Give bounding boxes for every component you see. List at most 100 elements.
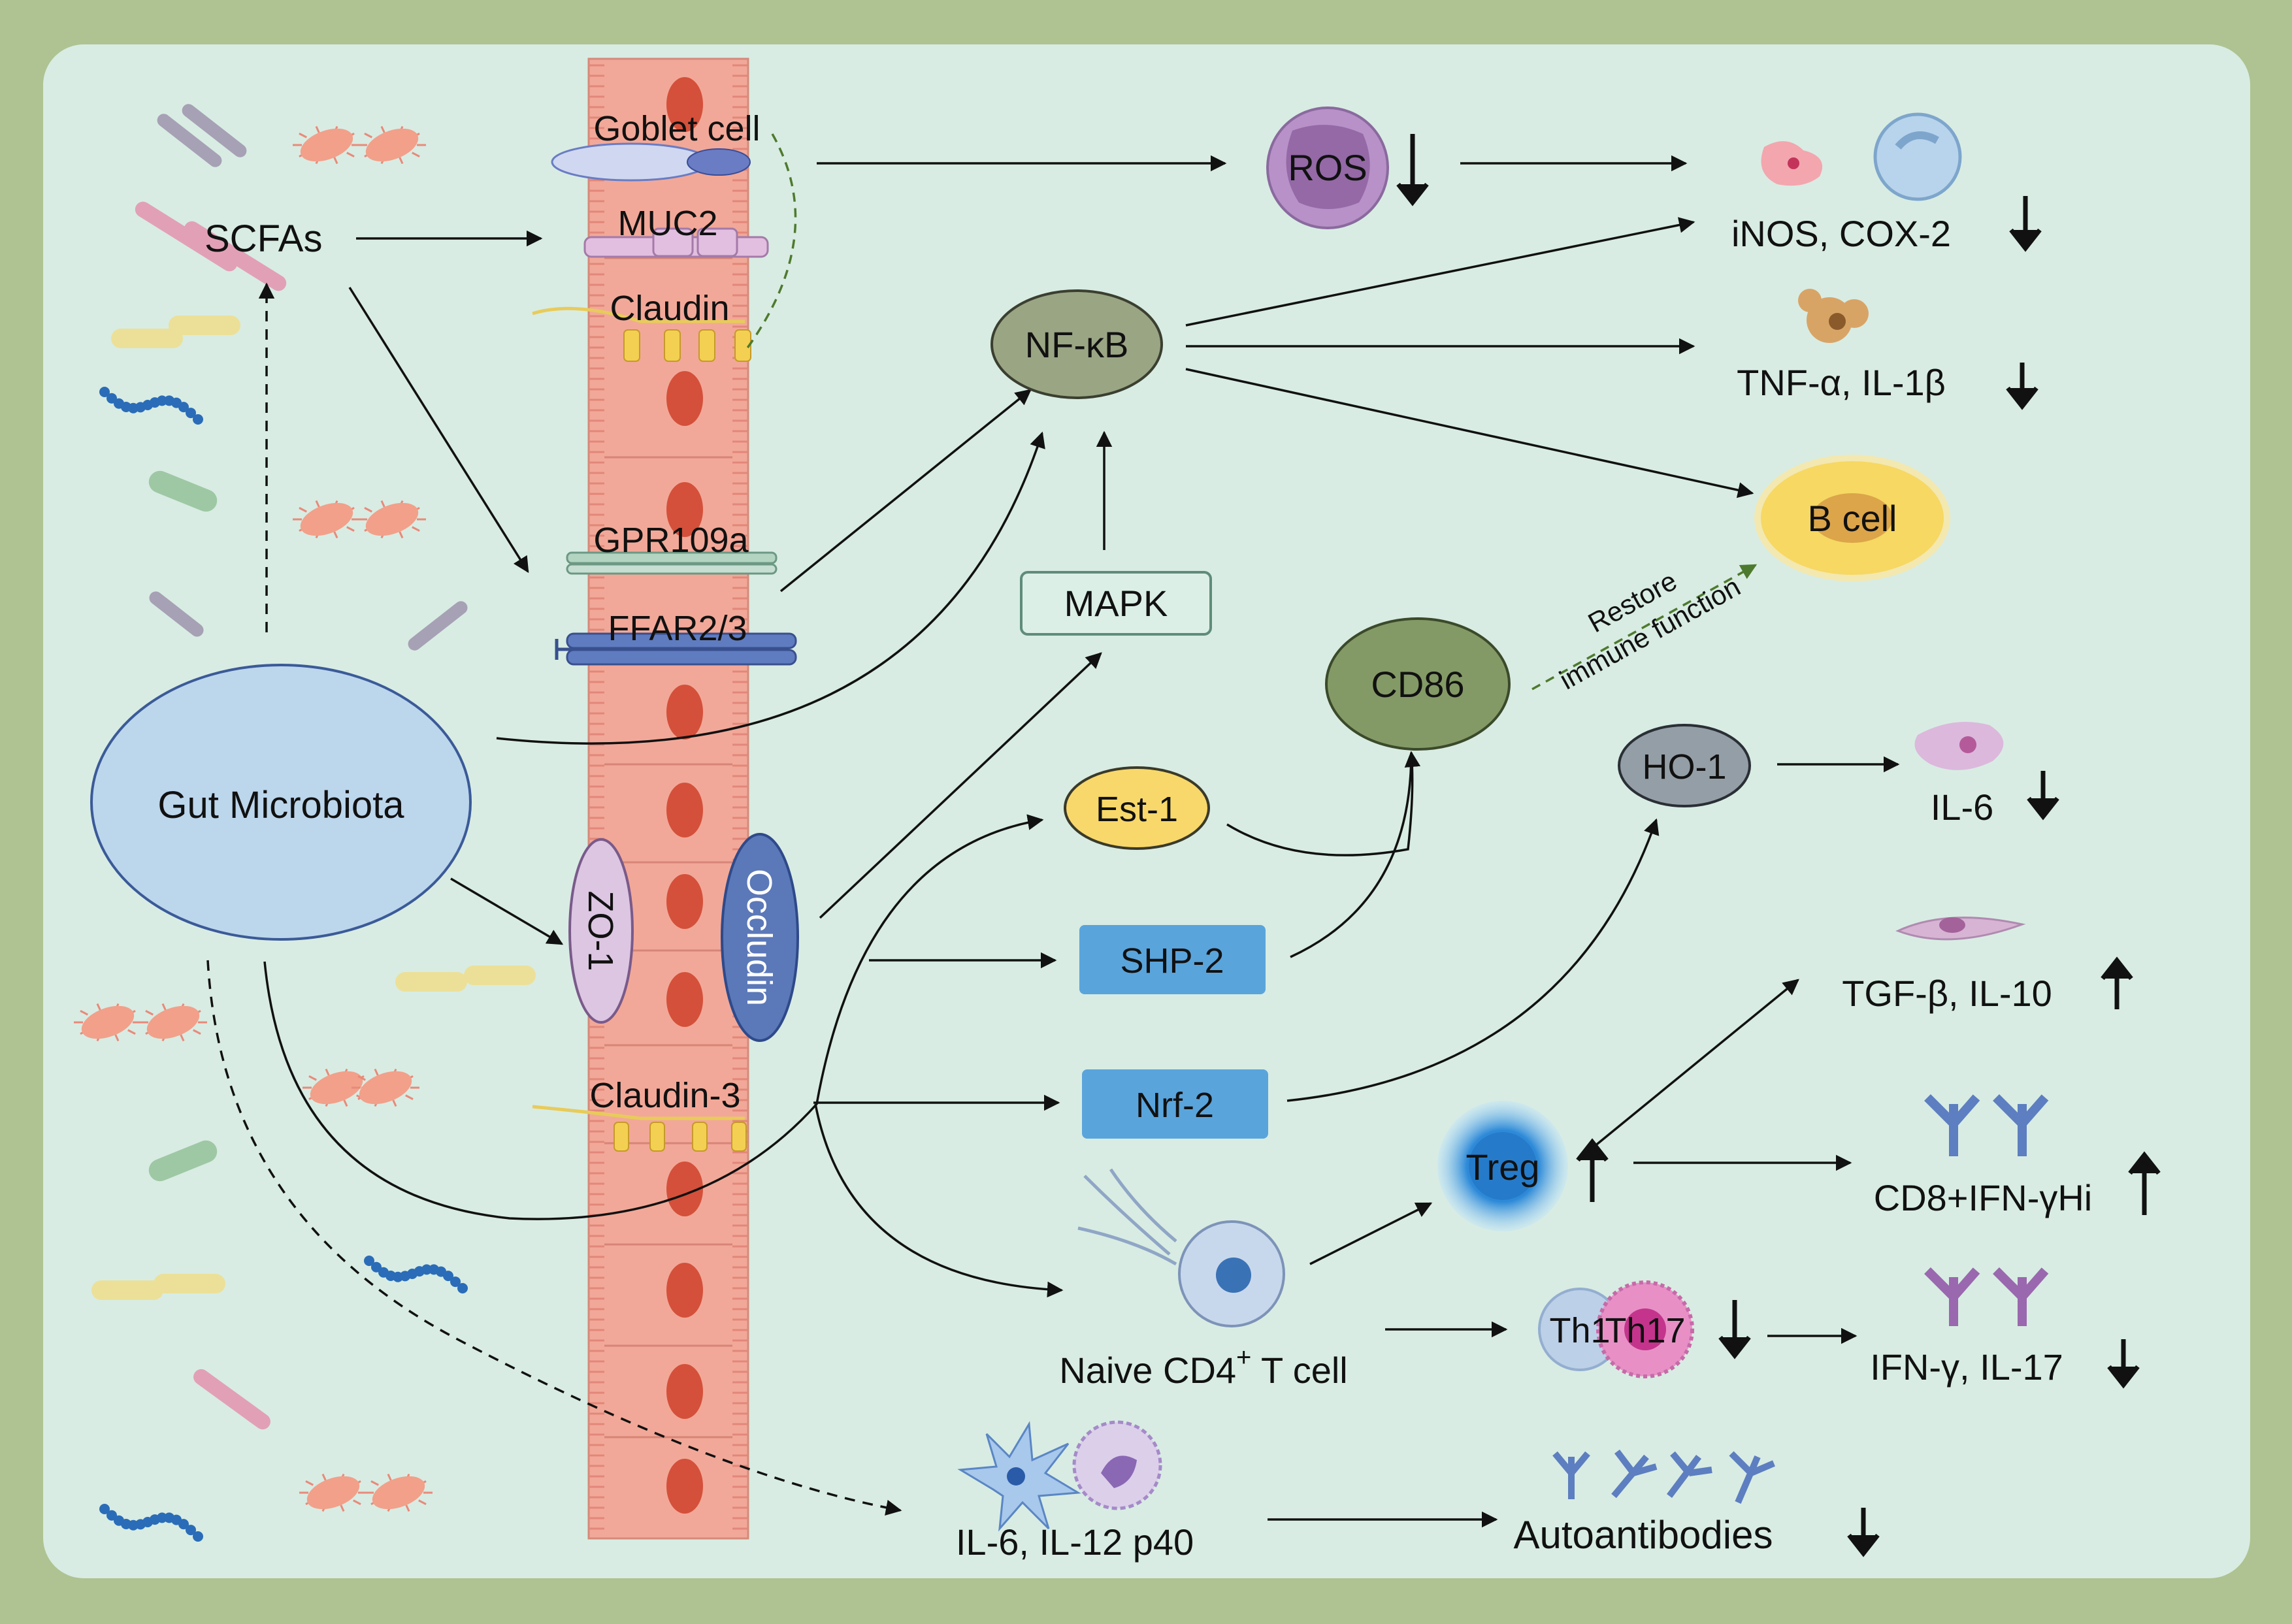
nucleus	[666, 1364, 703, 1419]
rod-bacterium-icon	[184, 221, 287, 291]
ros-down-arrow-icon	[1396, 134, 1429, 206]
tnf-il1b-label: TNF-α, IL-1β	[1737, 362, 1946, 403]
muc2-icon	[583, 227, 769, 258]
gpr109a-label: GPR109a	[593, 521, 749, 560]
nucleus	[666, 874, 703, 929]
inos-cox2-label: iNOS, COX-2	[1731, 213, 1951, 254]
il6-il12-label: IL-6, IL-12 p40	[956, 1521, 1194, 1563]
rod-bacterium-icon	[395, 972, 467, 992]
macrophage-icon	[1761, 141, 1823, 186]
ros-node	[1266, 106, 1389, 229]
occludin-label: Occludin	[740, 869, 779, 1006]
connectors	[206, 133, 1900, 1528]
treg-node	[1437, 1101, 1568, 1231]
nrf2-box	[1082, 1069, 1268, 1139]
rod-bacterium-icon	[148, 470, 218, 512]
gpr109a-receptor-icon	[566, 551, 778, 575]
ros-label: ROS	[1288, 147, 1367, 188]
chain-bacterium-icon	[99, 1504, 203, 1542]
rod-bacterium-icon	[91, 1280, 163, 1300]
rod-bacterium-icon	[157, 114, 222, 167]
antibody-icons	[1552, 1094, 2049, 1504]
th17-label: Th17	[1605, 1311, 1685, 1350]
ho1-label: HO-1	[1642, 747, 1726, 787]
rod-bacterium-icon	[111, 329, 183, 348]
occludin-protein-shape	[721, 833, 799, 1042]
spiky-bacterium-icon	[358, 125, 426, 165]
il6-down-arrow-icon	[2027, 771, 2059, 820]
chain-bacteria	[99, 387, 468, 1542]
nucleus	[666, 1161, 703, 1216]
inos-down-arrow-icon	[2009, 196, 2042, 252]
tgf-il10-label: TGF-β, IL-10	[1842, 973, 2052, 1014]
ho1-node	[1618, 724, 1751, 807]
zo1-protein-shape	[568, 838, 634, 1024]
rod-bacterium-icon	[408, 601, 468, 651]
spiky-bacterium-icon	[352, 1068, 419, 1107]
mast-cell-icon	[1798, 289, 1869, 343]
claudin3-label: Claudin-3	[589, 1076, 740, 1115]
spiky-bacterium-icon	[299, 1473, 367, 1512]
epithelium-column	[587, 57, 749, 1540]
est1-label: Est-1	[1096, 790, 1178, 829]
spiky-bacteria	[74, 125, 433, 1512]
labels: SCFAs Gut Microbiota Goblet cell MUC2 Cl…	[157, 109, 2092, 1563]
claudin-label: Claudin	[610, 289, 729, 328]
mapk-box	[1020, 571, 1212, 636]
ifn-il17-label: IFN-γ, IL-17	[1870, 1346, 2063, 1388]
rod-bacterium-icon	[149, 591, 204, 637]
goblet-cell-icon	[551, 142, 751, 182]
nucleus	[666, 77, 703, 132]
th17-cell-icon	[1596, 1280, 1694, 1378]
il6-label: IL-6	[1931, 787, 1994, 828]
zo1-label: ZO-1	[581, 890, 620, 971]
shp2-label: SHP-2	[1120, 941, 1224, 981]
cd86-label: CD86	[1371, 664, 1464, 705]
scfas-label: SCFAs	[205, 218, 323, 260]
goblet-cell-label: Goblet cell	[593, 109, 760, 148]
spiky-bacterium-icon	[365, 1473, 433, 1512]
nfkb-node	[990, 289, 1163, 399]
dendritic-cell-icon	[1914, 722, 2004, 770]
rod-bacterium-icon	[464, 966, 536, 985]
nfkb-label: NF-κB	[1025, 324, 1129, 365]
tgf-up-arrow-icon	[2101, 956, 2133, 1009]
nucleus	[666, 685, 703, 739]
cd8-ifn-label: CD8+IFN-γHi	[1874, 1177, 2092, 1218]
rod-bacterium-icon	[148, 1140, 218, 1182]
spiky-bacterium-icon	[293, 125, 361, 165]
b-cell-label: B cell	[1808, 498, 1897, 539]
cd86-node	[1325, 617, 1511, 751]
nucleus	[666, 972, 703, 1027]
naive-t-cell-icon	[1077, 1168, 1285, 1327]
shp2-box	[1079, 925, 1266, 994]
nucleus	[666, 1263, 703, 1318]
gut-microbiota-node	[90, 664, 472, 941]
claudin3-icon	[532, 1105, 747, 1152]
spiky-bacterium-icon	[74, 1003, 142, 1042]
ifn-down-arrow-icon	[2107, 1339, 2140, 1389]
treg-label: Treg	[1465, 1146, 1539, 1188]
gut-microbiota-label: Gut Microbiota	[157, 784, 404, 826]
dc-macrophage-icons	[957, 1420, 1162, 1532]
spiky-bacterium-icon	[139, 1003, 207, 1042]
b-cell-node	[1754, 455, 1950, 581]
nucleus	[666, 1459, 703, 1514]
treg-up-arrow-icon	[1576, 1138, 1609, 1202]
rod-bacterium-icon	[154, 1274, 225, 1293]
mapk-label: MAPK	[1064, 583, 1168, 624]
nucleus	[666, 371, 703, 426]
ffar-label: FFAR2/3	[608, 609, 747, 648]
neutrophil-icon	[1873, 112, 1962, 201]
rod-bacterium-icon	[169, 316, 240, 335]
nucleus	[666, 783, 703, 837]
th1-label: Th1	[1549, 1311, 1610, 1350]
nucleus	[666, 482, 703, 537]
cd8-up-arrow-icon	[2128, 1151, 2161, 1215]
ffar-receptor-icon	[555, 632, 797, 666]
spiky-bacterium-icon	[293, 500, 361, 539]
chain-bacterium-icon	[364, 1256, 468, 1294]
rod-bacterium-icon	[193, 1369, 270, 1430]
